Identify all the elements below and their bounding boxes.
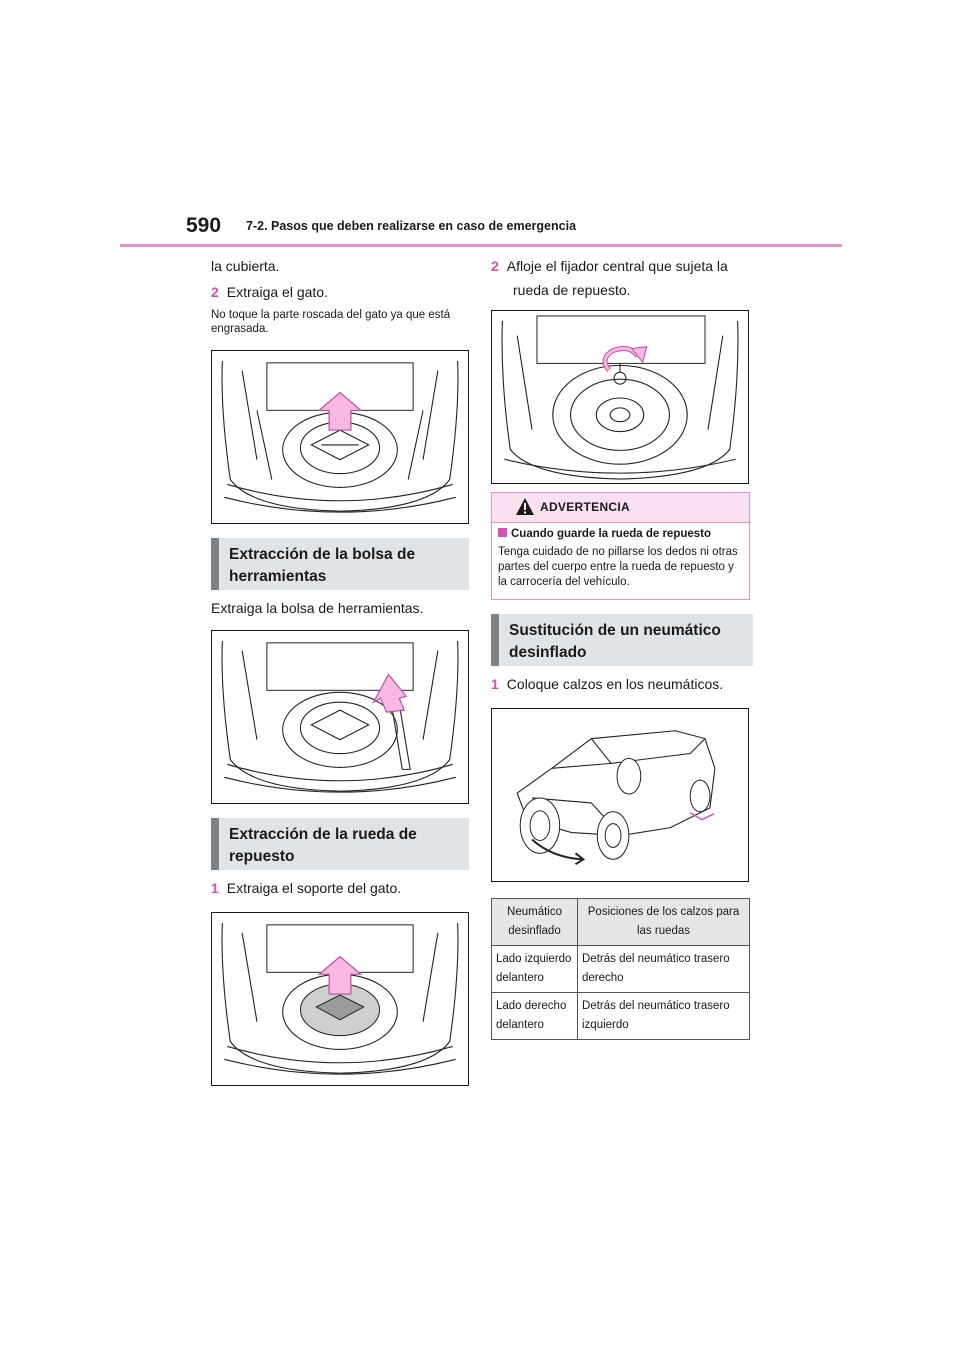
warning-box: ADVERTENCIA Cuando guarde la rueda de re… (491, 492, 750, 600)
table-header-cell: Posiciones de los calzos para las ruedas (577, 898, 750, 946)
step-number: 2 (211, 284, 219, 300)
warning-subtitle: Cuando guarde la rueda de repuesto (498, 528, 711, 540)
header-divider (120, 244, 842, 247)
step-text-line-2: rueda de repuesto. (513, 282, 631, 298)
warning-title: ADVERTENCIA (540, 500, 630, 514)
step-1-wheel-chocks: 1 Coloque calzos en los neumáticos. (491, 672, 723, 696)
tool-bag-text: Extraiga la bolsa de herramientas. (211, 600, 424, 616)
chapter-title: 7-2. Pasos que deben realizarse en caso … (246, 219, 577, 233)
page-number: 590 (186, 214, 222, 237)
step-text-line-1: Afloje el fijador central que sujeta la (506, 258, 728, 274)
step-1-jack-holder: 1 Extraiga el soporte del gato. (211, 876, 401, 900)
figure-remove-tool-bag (211, 630, 469, 804)
step-text: Coloque calzos en los neumáticos. (506, 676, 724, 692)
table-row: Lado izquierdo delantero Detrás del neum… (491, 945, 750, 993)
step-number: 1 (491, 676, 499, 692)
step-2-loosen-fastener: 2 Afloje el fijador central que sujeta la (491, 254, 728, 278)
table-cell: Detrás del neumático trasero izquierdo (577, 992, 750, 1040)
bullet-square-icon (498, 528, 507, 537)
section-title-line-1: Sustitución de un neumático (509, 622, 721, 639)
section-title-line-2: repuesto (229, 848, 295, 865)
section-flat-tire: Sustitución de un neumático desinflado (491, 614, 753, 666)
step-text: Extraiga el soporte del gato. (226, 880, 402, 896)
section-title-line-2: herramientas (229, 568, 327, 585)
trunk-jack-illustration (221, 360, 459, 513)
trunk-jack-holder-illustration (221, 922, 459, 1075)
figure-remove-jack (211, 350, 469, 524)
table-row: Lado derecho delantero Detrás del neumát… (491, 992, 750, 1040)
figure-wheel-chocks (491, 708, 749, 882)
step-number: 1 (211, 880, 219, 896)
table-cell: Lado derecho delantero (491, 992, 578, 1040)
warning-text: Tenga cuidado de no pillarse los dedos n… (498, 546, 738, 588)
trunk-tool-bag-illustration (221, 640, 459, 793)
section-title-line-2: desinflado (509, 644, 587, 661)
section-tool-bag: Extracción de la bolsa de herramientas (211, 538, 469, 590)
figure-remove-jack-holder (211, 912, 469, 1086)
intro-text: la cubierta. (211, 258, 280, 274)
section-title-line-1: Extracción de la rueda de (229, 826, 417, 843)
spare-tire-illustration (501, 315, 739, 480)
figure-loosen-center-fastener (491, 310, 749, 484)
section-title-line-1: Extracción de la bolsa de (229, 546, 416, 563)
warning-header: ADVERTENCIA (492, 493, 749, 523)
table-header-cell: Neumático desinflado (491, 898, 578, 946)
table-header-row: Neumático desinflado Posiciones de los c… (491, 898, 750, 946)
step-text: Extraiga el gato. (226, 284, 328, 300)
table-cell: Lado izquierdo delantero (491, 945, 578, 993)
jack-note: No toque la parte roscada del gato ya qu… (211, 309, 451, 335)
section-spare-tire: Extracción de la rueda de repuesto (211, 818, 469, 870)
page-header: 590 7-2. Pasos que deben realizarse en c… (186, 214, 842, 244)
table-cell: Detrás del neumático trasero derecho (577, 945, 750, 993)
warning-triangle-icon (516, 498, 534, 515)
step-2-extract-jack: 2 Extraiga el gato. (211, 280, 328, 304)
step-number: 2 (491, 258, 499, 274)
chock-position-table: Neumático desinflado Posiciones de los c… (491, 898, 750, 1040)
suv-chocks-illustration (516, 730, 716, 866)
